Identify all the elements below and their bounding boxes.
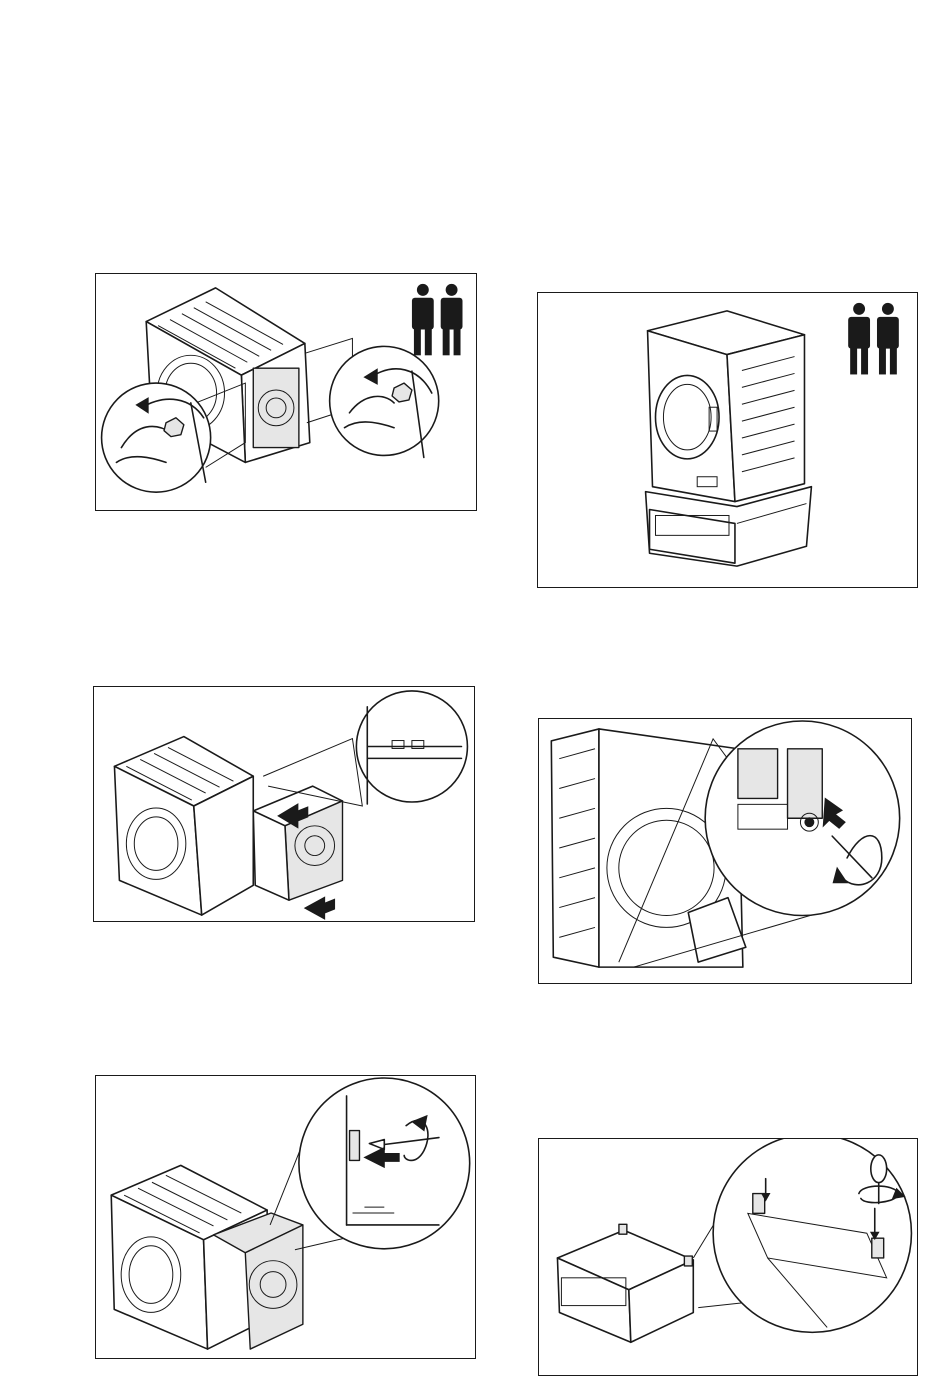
figure-5 bbox=[95, 1075, 476, 1359]
figure-5-drawing bbox=[96, 1076, 475, 1358]
figure-1-drawing bbox=[96, 274, 476, 510]
figure-6-drawing bbox=[539, 1139, 917, 1375]
figure-6 bbox=[538, 1138, 918, 1376]
figure-2 bbox=[537, 292, 918, 588]
figure-2-drawing bbox=[538, 293, 917, 587]
figure-4-drawing bbox=[539, 719, 911, 983]
figure-3-drawing bbox=[94, 687, 474, 921]
figure-4 bbox=[538, 718, 912, 984]
figure-3 bbox=[93, 686, 475, 922]
figure-1 bbox=[95, 273, 477, 511]
two-persons-icon bbox=[848, 303, 899, 375]
two-persons-icon bbox=[412, 284, 463, 355]
